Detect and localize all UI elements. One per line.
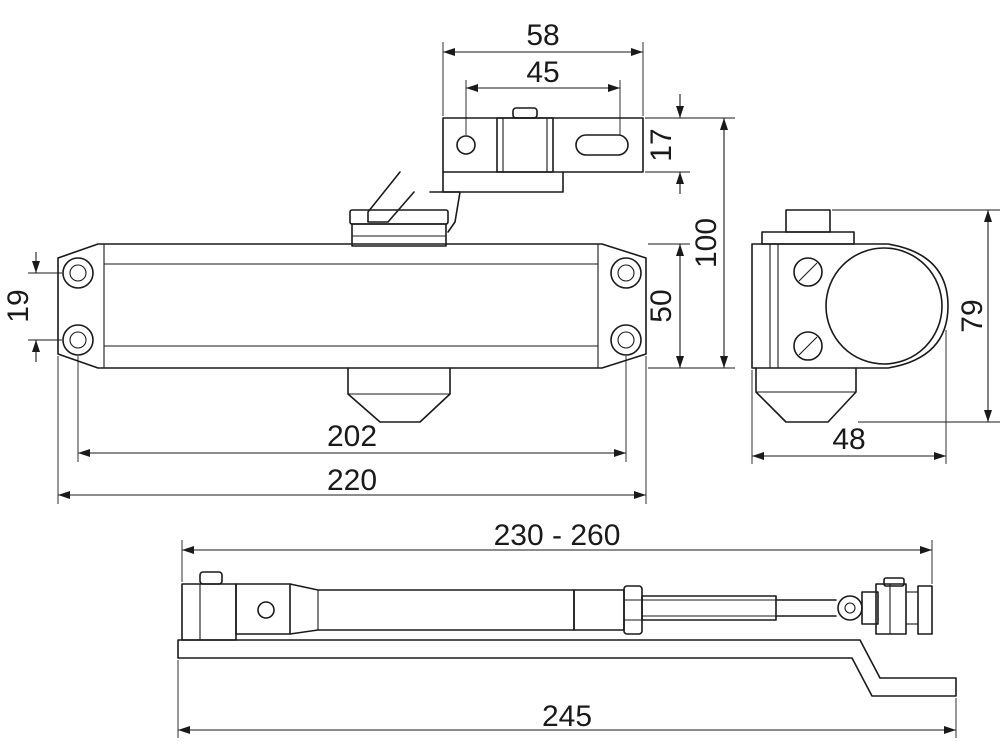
body-hole-bottom-right xyxy=(610,324,642,356)
right-hinge xyxy=(837,577,933,635)
left-hinge xyxy=(181,571,291,641)
screw-top xyxy=(793,257,823,287)
closer-body xyxy=(57,243,647,423)
dim-220-label: 220 xyxy=(327,464,377,497)
valve-cap xyxy=(347,367,451,423)
dim-48-label: 48 xyxy=(832,423,865,456)
dim-202-label: 202 xyxy=(327,420,377,453)
screw-bottom xyxy=(793,331,823,361)
body-hole-top-right xyxy=(610,257,642,289)
dim-17: 17 xyxy=(645,94,684,194)
body-hole-bottom-left xyxy=(62,324,94,356)
dim-79-label: 79 xyxy=(956,299,989,332)
front-view: 58 45 17 100 50 xyxy=(2,19,735,504)
dim-230-260: 230 - 260 xyxy=(182,519,932,554)
dim-19-label: 19 xyxy=(2,289,35,322)
connecting-arm xyxy=(349,171,461,247)
dim-19: 19 xyxy=(2,252,40,362)
dim-45: 45 xyxy=(466,56,620,92)
dim-100: 100 xyxy=(690,118,728,368)
arm-view: 230 - 260 245 xyxy=(177,519,957,738)
mounting-bracket xyxy=(442,107,644,193)
dim-245: 245 xyxy=(178,700,956,734)
dim-79: 79 xyxy=(956,210,992,422)
side-view: 79 48 xyxy=(751,209,1000,464)
dim-220: 220 xyxy=(58,464,646,499)
dim-202: 202 xyxy=(78,420,626,457)
front-extension-lines xyxy=(28,42,735,504)
flat-bar xyxy=(177,639,957,697)
dim-50-label: 50 xyxy=(645,289,678,322)
dim-50: 50 xyxy=(645,244,684,368)
dim-48: 48 xyxy=(752,423,946,460)
dim-58-label: 58 xyxy=(526,19,559,52)
body-hole-top-left xyxy=(62,257,94,289)
dim-245-label: 245 xyxy=(542,700,592,733)
dim-45-label: 45 xyxy=(526,56,559,89)
dim-100-label: 100 xyxy=(690,218,723,268)
dim-230-260-label: 230 - 260 xyxy=(494,519,621,552)
adjust-nut xyxy=(623,585,643,635)
dim-17-label: 17 xyxy=(645,128,678,161)
spindle-circle xyxy=(825,247,943,365)
arm-tube xyxy=(289,583,837,635)
dim-58: 58 xyxy=(443,19,643,56)
